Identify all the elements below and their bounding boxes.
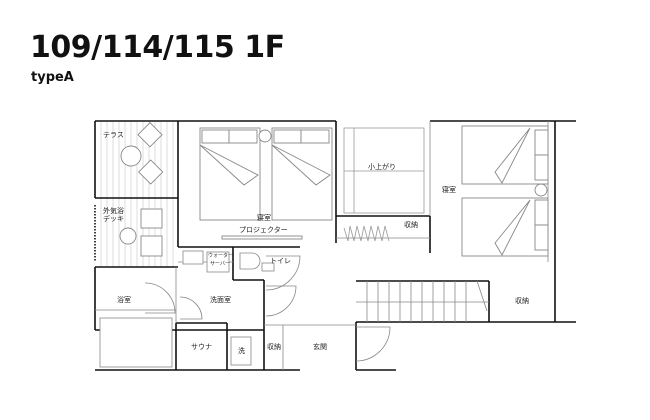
page-title: 109/114/115 1F	[30, 30, 285, 65]
room-label-storage-entry: 収納	[267, 343, 281, 351]
room-label-entrance: 玄関	[313, 343, 327, 351]
room-label-washer: 洗	[238, 347, 245, 355]
room-label-washroom: 洗面室	[210, 296, 231, 304]
room-label-deck-1: 外気浴	[103, 207, 124, 215]
room-label-water-server-2: サーバー	[210, 261, 230, 267]
room-label-water-server-1: ウォーター	[208, 253, 234, 259]
room-label-loft: 小上がり	[368, 163, 396, 171]
room-label-sauna: サウナ	[191, 343, 212, 351]
room-label-bedroom-right: 寝室	[442, 186, 456, 194]
room-label-bedroom-left: 寝室	[257, 214, 271, 222]
room-label-bathroom: 浴室	[117, 296, 131, 304]
room-label-deck-2: デッキ	[103, 215, 124, 223]
floor-type-label: typeA	[31, 70, 74, 85]
room-label-toilet: トイレ	[270, 257, 291, 265]
room-label-storage-mid: 収納	[404, 221, 418, 229]
room-label-terrace: テラス	[103, 131, 124, 139]
room-label-projector: プロジェクター	[239, 226, 288, 234]
room-label-storage-stairs: 収納	[515, 297, 529, 305]
